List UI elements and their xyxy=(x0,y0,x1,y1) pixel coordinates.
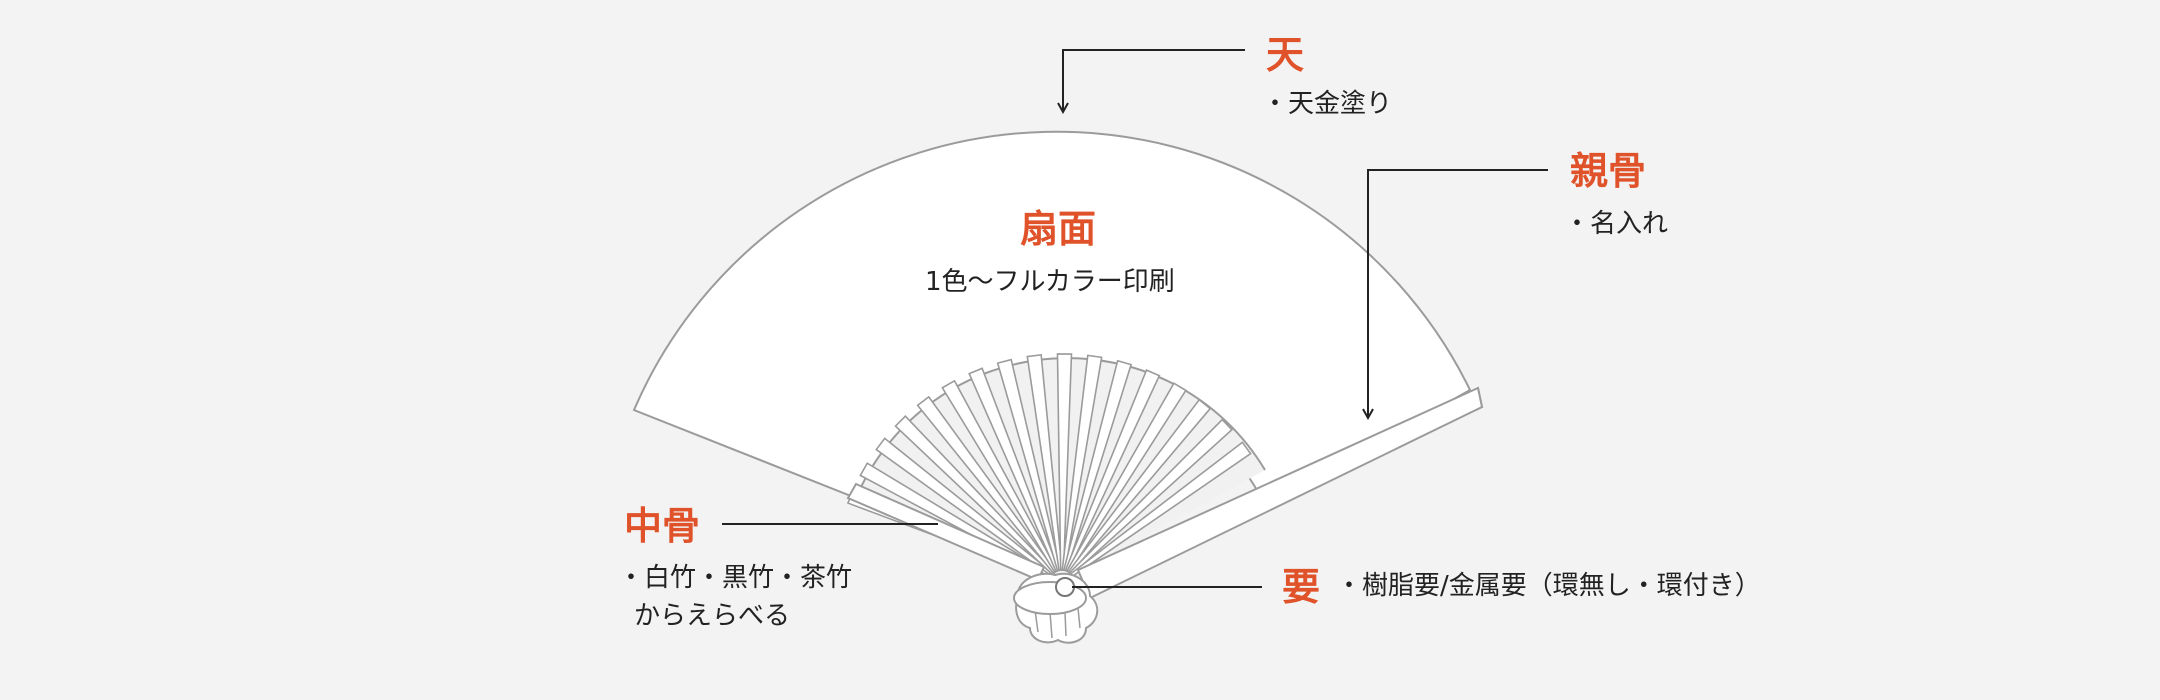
label-nakahone-title: 中骨 xyxy=(624,504,701,548)
inner-arc xyxy=(855,357,1266,499)
label-oyahone-title: 親骨 xyxy=(1570,149,1647,193)
label-nakahone-item-1: ・白竹・黒竹・茶竹 xyxy=(618,563,853,593)
label-kaname-desc: ・樹脂要/金属要（環無し・環付き） xyxy=(1336,568,1761,606)
label-senmen-item: 1色～フルカラー印刷 xyxy=(925,267,1175,297)
leader-oyahone xyxy=(1368,169,1548,418)
pivot-base-details xyxy=(1034,607,1081,639)
label-kaname-title: 要 xyxy=(1282,565,1321,609)
label-ten-desc: ・天金塗り xyxy=(1262,86,1392,124)
label-nakahone-desc: ・白竹・黒竹・茶竹 からえらべる xyxy=(618,560,852,635)
label-senmen-title: 扇面 xyxy=(1020,207,1097,251)
middle-ribs xyxy=(846,353,1252,580)
kaname-pivot-rivet xyxy=(1055,577,1075,597)
label-ten-title: 天 xyxy=(1266,33,1305,77)
label-oyahone-item: ・名入れ xyxy=(1564,209,1669,239)
label-kaname-item: ・樹脂要/金属要（環無し・環付き） xyxy=(1336,571,1761,601)
leader-ten xyxy=(1063,49,1245,112)
label-nakahone-item-2: からえらべる xyxy=(634,600,791,631)
label-oyahone-desc: ・名入れ xyxy=(1564,206,1668,244)
label-ten-item: ・天金塗り xyxy=(1262,89,1393,119)
label-senmen-desc: 1色～フルカラー印刷 xyxy=(925,264,1175,302)
